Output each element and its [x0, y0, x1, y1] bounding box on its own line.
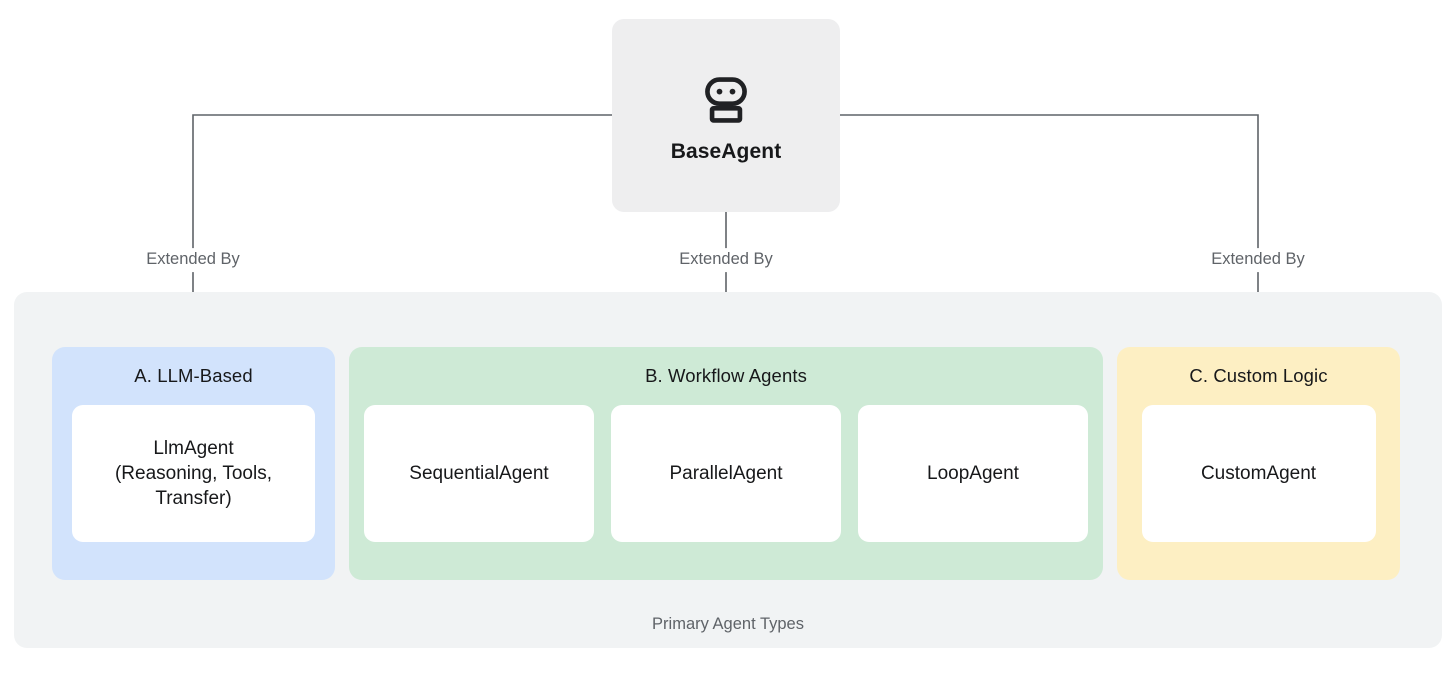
group-custom-logic-title: C. Custom Logic [1189, 365, 1328, 386]
node-baseagent[interactable]: BaseAgent [612, 19, 840, 212]
group-workflow-agents-cards: SequentialAgent ParallelAgent LoopAgent [349, 405, 1103, 542]
edge-label-llm: Extended By [138, 248, 248, 272]
group-llm-based-title: A. LLM-Based [134, 365, 253, 386]
card-loopagent[interactable]: LoopAgent [858, 405, 1088, 542]
card-llmagent[interactable]: LlmAgent(Reasoning, Tools,Transfer) [72, 405, 315, 542]
group-llm-based[interactable]: A. LLM-Based LlmAgent(Reasoning, Tools,T… [52, 347, 335, 580]
group-custom-logic[interactable]: C. Custom Logic CustomAgent [1117, 347, 1400, 580]
panel-caption: Primary Agent Types [652, 615, 804, 633]
node-baseagent-label: BaseAgent [670, 139, 782, 163]
group-workflow-agents[interactable]: B. Workflow Agents SequentialAgent Paral… [349, 347, 1103, 580]
card-sequentialagent[interactable]: SequentialAgent [364, 405, 594, 542]
robot-icon [705, 76, 747, 123]
edge-label-workflow: Extended By [671, 248, 781, 272]
group-workflow-agents-title: B. Workflow Agents [645, 365, 807, 386]
edge-label-custom: Extended By [1203, 248, 1313, 272]
card-parallelagent[interactable]: ParallelAgent [611, 405, 841, 542]
group-llm-based-cards: LlmAgent(Reasoning, Tools,Transfer) [52, 405, 335, 542]
group-custom-logic-cards: CustomAgent [1117, 405, 1400, 542]
card-customagent[interactable]: CustomAgent [1141, 405, 1376, 542]
